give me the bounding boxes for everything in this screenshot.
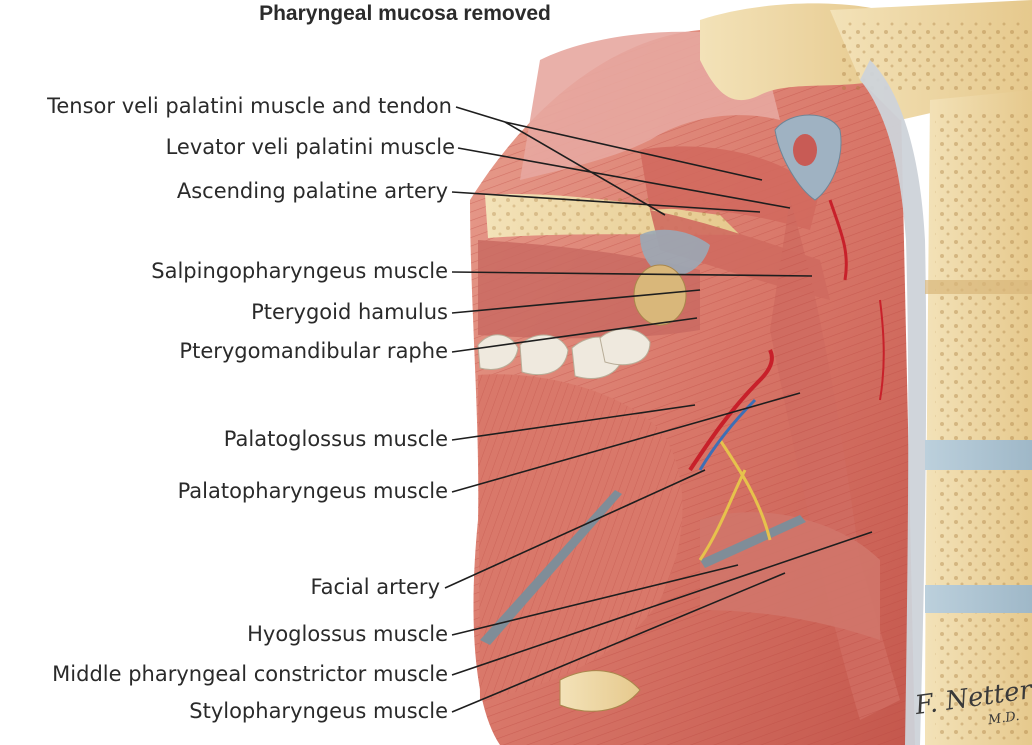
label-hyoglossus: Hyoglossus muscle [247, 622, 448, 646]
hyoid-bone [559, 670, 641, 712]
pterygoid-hamulus-bone [633, 264, 687, 326]
leader-hyoglossus [451, 564, 739, 636]
label-pterygoid-hamulus: Pterygoid hamulus [251, 300, 448, 324]
label-salpingopharyngeus: Salpingopharyngeus muscle [151, 259, 448, 283]
leader-palatoglossus [451, 404, 696, 441]
leader-middle-pharyngeal-constrictor [451, 531, 873, 676]
surgical-retractor [480, 490, 622, 645]
label-palatopharyngeus: Palatopharyngeus muscle [178, 479, 448, 503]
label-ascending-palatine-artery: Ascending palatine artery [177, 179, 448, 203]
label-pterygomandibular-raphe: Pterygomandibular raphe [179, 339, 448, 363]
illustration-body [470, 0, 1032, 745]
leader-facial-artery [444, 469, 706, 589]
prevertebral-fascia [860, 60, 927, 745]
label-middle-pharyngeal-constrictor: Middle pharyngeal constrictor muscle [52, 662, 448, 686]
leader-tensor-veli-palatini [455, 106, 763, 216]
cervical-spine [925, 90, 1032, 745]
teeth [477, 328, 651, 379]
label-facial-artery: Facial artery [311, 575, 441, 599]
leader-levator-veli-palatini [457, 147, 791, 209]
labels: Tensor veli palatini muscle and tendon L… [46, 94, 455, 723]
leader-palatopharyngeus [451, 392, 801, 493]
vessels [688, 199, 885, 472]
leader-stylopharyngeus [451, 572, 786, 713]
leader-salpingopharyngeus [451, 271, 813, 277]
leader-lines [444, 106, 873, 713]
signature-degree: M.D. [986, 709, 1020, 728]
figure-title: Pharyngeal mucosa removed [259, 2, 551, 25]
leader-pterygoid-hamulus [451, 289, 701, 314]
label-levator-veli-palatini: Levator veli palatini muscle [166, 135, 455, 159]
label-tensor-veli-palatini: Tensor veli palatini muscle and tendon [46, 94, 452, 118]
leader-ascending-palatine-artery [451, 191, 761, 213]
nerve [698, 439, 772, 561]
label-stylopharyngeus: Stylopharyngeus muscle [189, 699, 448, 723]
leader-pterygomandibular-raphe [451, 317, 698, 353]
label-palatoglossus: Palatoglossus muscle [224, 427, 448, 451]
